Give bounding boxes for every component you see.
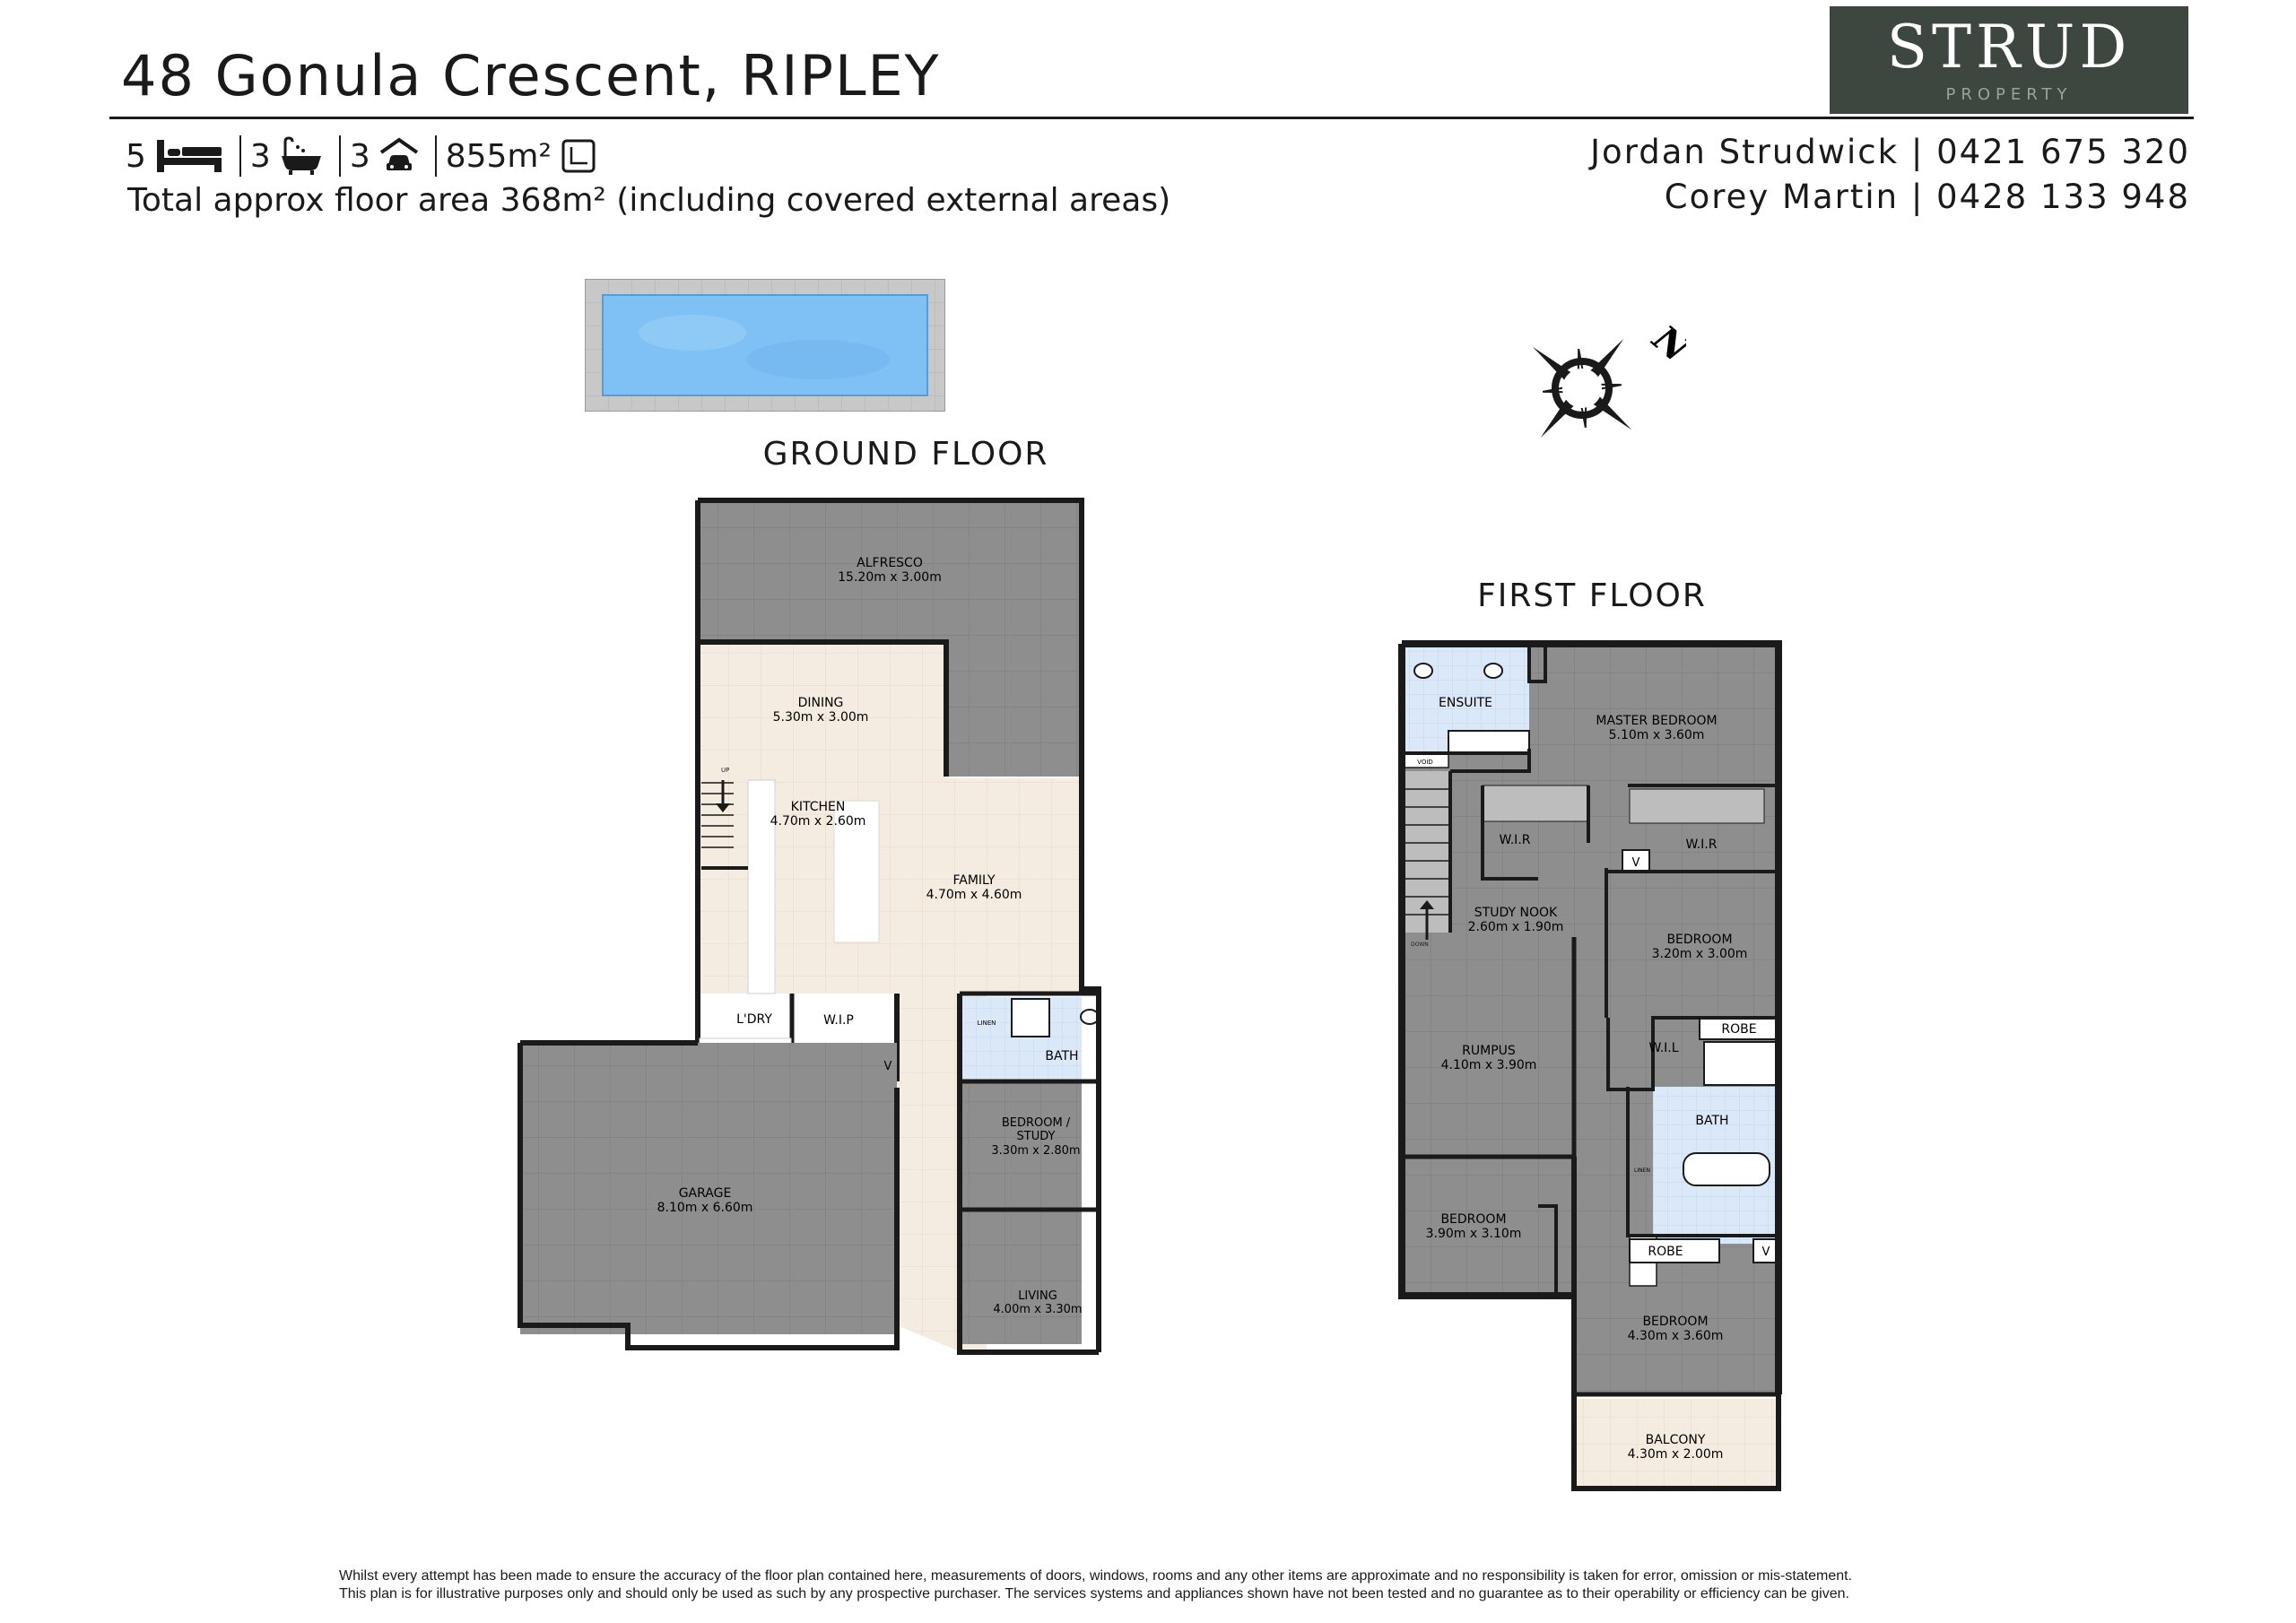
agent-contact-2: Corey Martin | 0428 133 948 [1664,178,2190,216]
gf-linen-label: LINEN [978,1020,996,1027]
spec-separator [338,135,341,177]
ff-master-label: MASTER BEDROOM [1596,714,1717,728]
ff-study-nook-size: 2.60m x 1.90m [1468,920,1564,934]
car-icon [379,137,418,170]
first-floor-plan: DOWN ENSUITE VOID MASTER BEDROOM 5.10m x… [1398,640,1782,1491]
ground-floor-title: GROUND FLOOR [762,436,1049,473]
disclaimer-line-1: Whilst every attempt has been made to en… [339,1568,1853,1584]
gf-garage-size: 8.10m x 6.60m [657,1201,753,1215]
brand-logo: STRUD PROPERTY [1830,6,2188,114]
gf-alfresco-label: ALFRESCO [857,556,923,570]
bathroom-count: 3 [249,137,271,175]
bed-icon [156,140,222,172]
gf-family-size: 4.70m x 4.60m [926,888,1022,902]
spec-separator [434,135,437,177]
compass-north-label: N [1643,317,1686,372]
property-specs: 5 3 3 855m² [126,133,604,179]
land-size-icon [561,139,596,173]
ff-v2-label: V [1762,1245,1770,1259]
gf-dining-size: 5.30m x 3.00m [773,710,869,725]
ff-robe1-label: ROBE [1721,1022,1756,1037]
ff-bedroom2-label: BEDROOM [1666,933,1732,947]
gf-living-size: 4.00m x 3.30m [993,1303,1082,1316]
ff-rumpus-size: 4.10m x 3.90m [1441,1058,1537,1072]
gf-bedroom-study-label-1: BEDROOM / [1002,1116,1071,1130]
bath-icon [281,136,321,175]
ff-bedroom3-size: 3.90m x 3.10m [1426,1227,1522,1241]
gf-laundry-label: L'DRY [736,1012,772,1027]
car-count: 3 [349,137,370,175]
ff-master-size: 5.10m x 3.60m [1609,728,1705,742]
ff-balcony-size: 4.30m x 2.00m [1628,1447,1724,1462]
gf-garage-label: GARAGE [679,1186,732,1201]
disclaimer: Whilst every attempt has been made to en… [339,1567,1971,1603]
gf-alfresco-size: 15.20m x 3.00m [838,570,942,585]
spec-separator [239,135,241,177]
ff-wir1-label: W.I.R [1500,833,1531,847]
ff-balcony-label: BALCONY [1646,1433,1706,1447]
compass-icon: N [1532,317,1686,438]
ff-linen-label: LINEN [1634,1167,1650,1174]
disclaimer-line-2: This plan is for illustrative purposes o… [339,1586,1849,1601]
logo-sub-text: PROPERTY [1945,85,2073,104]
ff-wil-label: W.I.L [1648,1041,1678,1055]
ff-bedroom4-size: 4.30m x 3.60m [1628,1329,1724,1343]
ff-bedroom4-label: BEDROOM [1642,1315,1708,1329]
ff-down-label: DOWN [1411,942,1429,948]
total-floor-area: Total approx floor area 368m² (including… [127,182,1171,219]
ff-v1-label: V [1632,856,1640,870]
ff-bedroom3-label: BEDROOM [1440,1212,1506,1227]
agent-contact-1: Jordan Strudwick | 0421 675 320 [1590,133,2190,171]
first-floor-title: FIRST FLOOR [1477,577,1707,614]
gf-kitchen-label: KITCHEN [791,800,846,814]
bedroom-count: 5 [126,137,146,175]
pool [585,279,945,412]
logo-brand-text: STRUD [1886,13,2132,82]
ff-study-nook-label: STUDY NOOK [1474,906,1558,920]
gf-dining-label: DINING [798,696,844,710]
land-size: 855m² [445,137,552,175]
ff-void-label: VOID [1417,759,1433,766]
header-divider [109,117,2194,119]
ff-ensuite-label: ENSUITE [1439,696,1492,710]
ff-bedroom2-size: 3.20m x 3.00m [1652,947,1748,961]
gf-bedroom-study-size: 3.30m x 2.80m [991,1144,1080,1158]
ff-wir2-label: W.I.R [1686,838,1718,852]
gf-bath-label: BATH [1045,1049,1078,1063]
ff-rumpus-label: RUMPUS [1462,1044,1516,1058]
gf-v-label: V [884,1060,892,1073]
property-address: 48 Gonula Crescent, RIPLEY [121,43,941,108]
gf-up-label: UP [721,767,729,774]
gf-bedroom-study-label-2: STUDY [1017,1130,1056,1143]
gf-family-label: FAMILY [952,873,995,888]
ff-bath-label: BATH [1695,1114,1728,1128]
gf-living-label: LIVING [1018,1289,1057,1303]
ff-robe2-label: ROBE [1648,1245,1683,1259]
gf-kitchen-size: 4.70m x 2.60m [770,814,866,829]
ground-floor-plan: UP ALFRESCO 15.20m x 3.00m DINING 5.30m … [517,498,1101,1355]
gf-wip-label: W.I.P [823,1013,854,1028]
